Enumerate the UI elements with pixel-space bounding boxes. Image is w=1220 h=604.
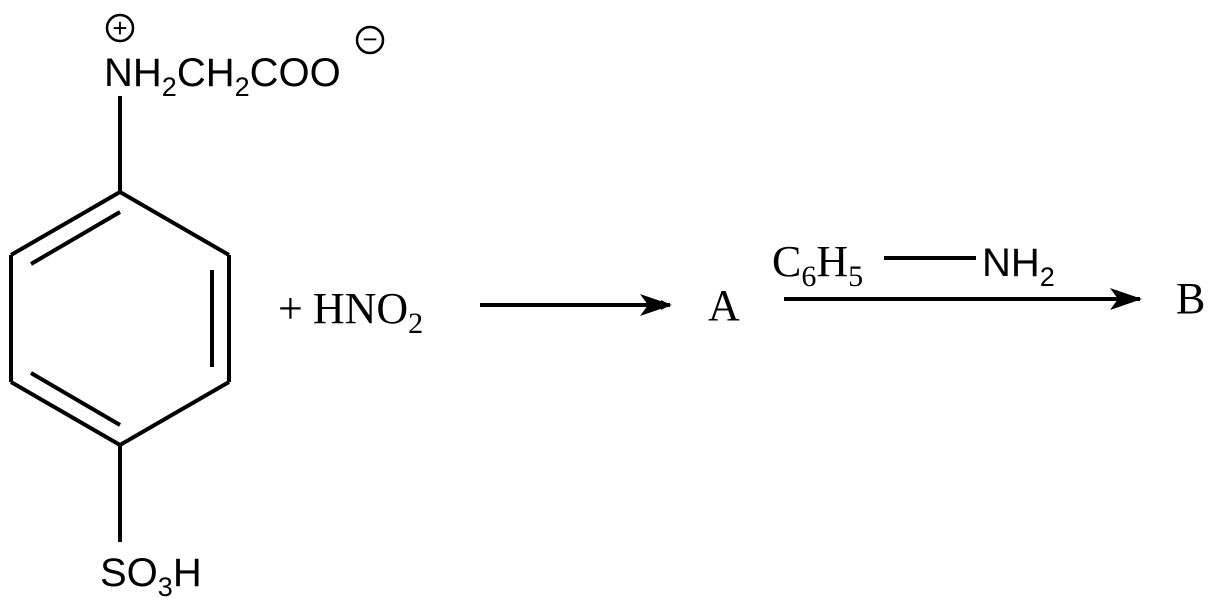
top-group-label: NH2CH2COO (104, 51, 341, 102)
ring-double-bond (29, 210, 122, 266)
svg-text:+: + (112, 13, 127, 43)
arrowhead-2-icon (1110, 288, 1142, 310)
ring-bond (118, 380, 231, 447)
arrowhead-1-icon (640, 294, 672, 316)
sulfonic-acid-label: SO3H (100, 551, 202, 602)
ring-bond (118, 190, 231, 257)
ring-bond (9, 380, 122, 447)
benzene-ring (9, 190, 231, 447)
svg-text:−: − (362, 24, 377, 54)
positive-charge-icon: + (105, 13, 135, 43)
reagent-amine: NH2 (982, 241, 1055, 292)
ring-bond (9, 190, 122, 257)
reagent-nitrous-acid: +HNO2 (278, 284, 423, 340)
negative-charge-icon: − (355, 24, 385, 55)
reagent-phenyl: C6H5 (772, 237, 863, 293)
ring-double-bond (29, 371, 122, 427)
intermediate-a: A (708, 281, 740, 330)
product-b: B (1176, 274, 1205, 323)
